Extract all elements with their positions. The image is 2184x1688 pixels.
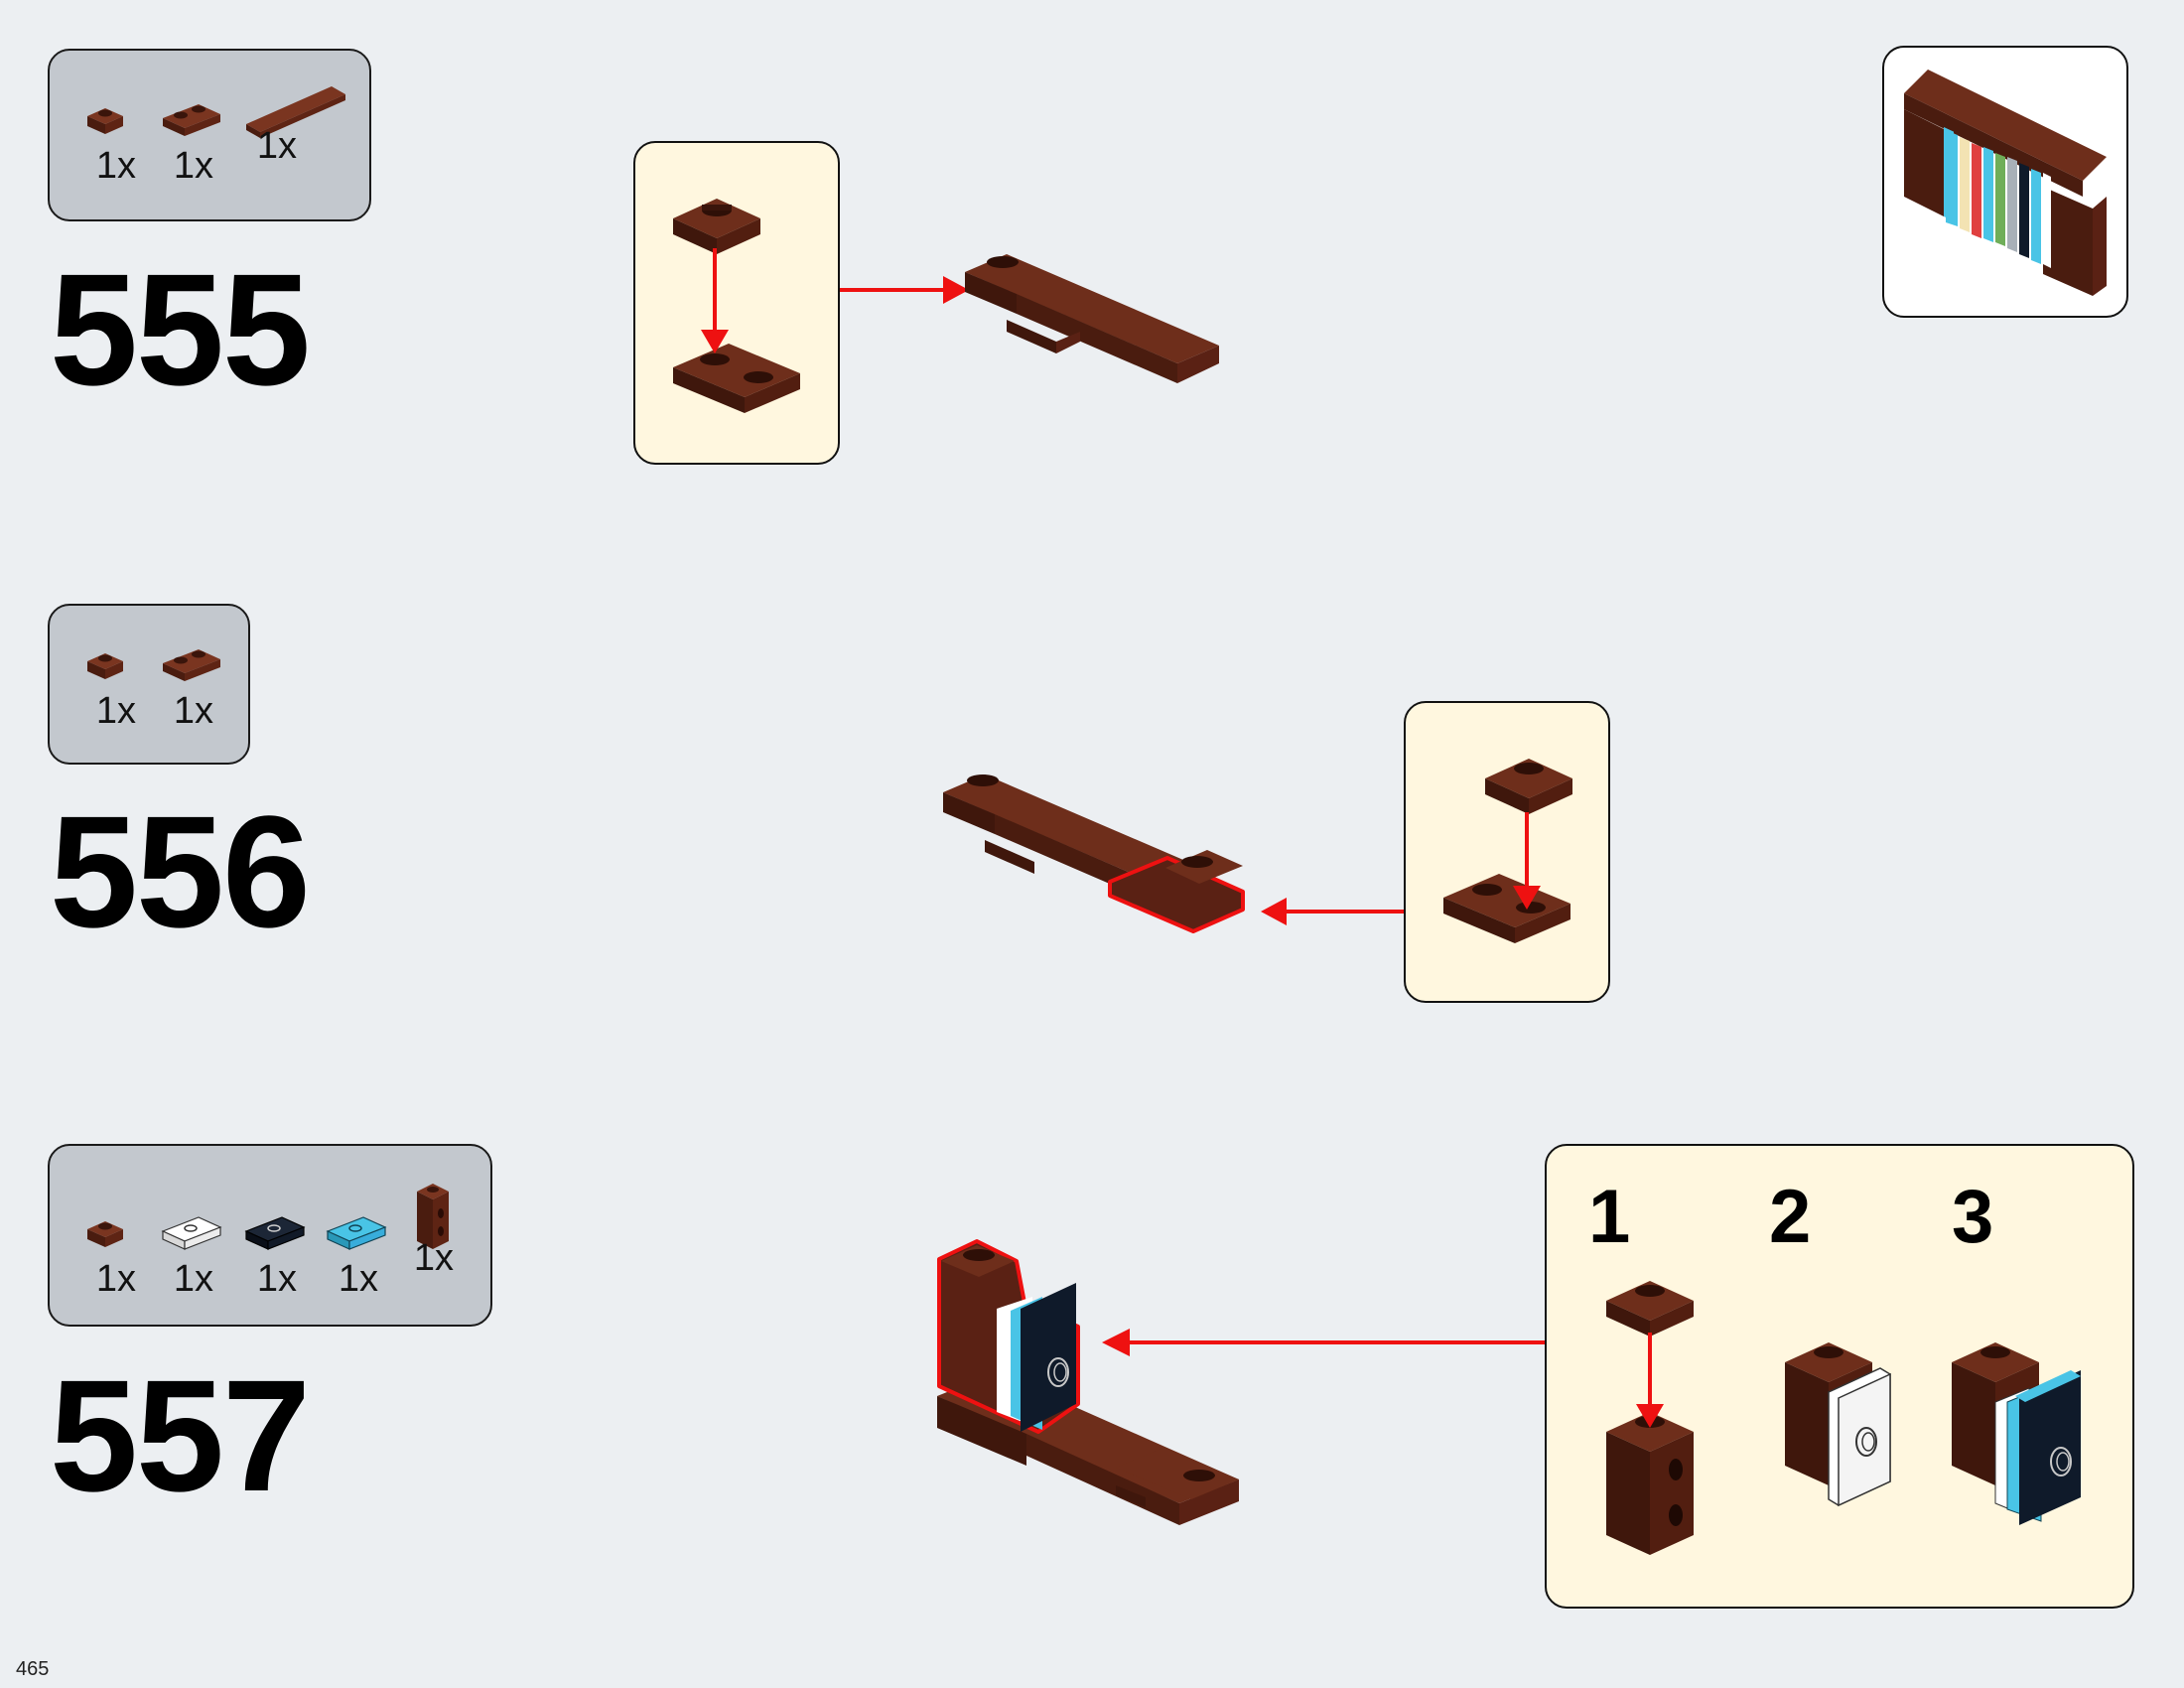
part-item: 1x [159,100,238,190]
brown-brick-1x1-icon [1606,1412,1694,1555]
step-number-555: 555 [50,240,311,418]
brown-plate-1x2-icon [163,104,220,136]
brown-brick-1x1-icon [417,1184,449,1249]
brown-plate-1x1-icon [87,1221,123,1247]
substep-1-diagram [1606,1281,1694,1555]
model-step-556 [943,774,1245,933]
brown-plate-1x1-icon [1485,759,1572,814]
books-row [1946,131,2051,268]
page-number: 465 [16,1658,50,1680]
arrow-to-model-556 [1261,898,1406,925]
final-model-preview [1882,46,2128,318]
white-jumper-plate-icon [1828,1367,1891,1507]
substep-number: 1 [1588,1175,1631,1259]
step-number-557: 557 [50,1346,311,1524]
part-item: 1x [324,1213,403,1303]
subassembly-diagram [1443,759,1572,943]
model-step-557 [937,1239,1239,1525]
subassembly-callout-556 [1404,701,1610,1003]
model-step-555 [965,254,1219,383]
part-item: 1x [81,100,161,190]
part-item: 1x [242,1213,322,1303]
arrow-to-model-557 [1102,1329,1545,1356]
brown-plate-1x1-icon [673,199,760,254]
subassembly-callout-555 [633,141,840,465]
part-item: 1x [81,645,161,735]
substep-3-diagram [1952,1342,2081,1525]
part-item: 1x [159,645,238,735]
arrow-to-model-555 [840,276,969,304]
subassembly-diagram [673,199,800,413]
brown-plate-1x1-icon [1606,1281,1694,1336]
part-item: 1x [159,1213,238,1303]
arrowhead-icon [1513,886,1541,910]
substep-number: 2 [1769,1175,1812,1259]
substep-2-diagram [1785,1342,1891,1507]
azure-jumper-plate-icon [326,1216,387,1250]
brown-plate-1x6-icon [246,86,345,138]
step-number-556: 556 [50,782,311,960]
white-jumper-plate-icon [161,1216,222,1250]
arrowhead-icon [701,330,729,353]
substep-number: 3 [1952,1175,1994,1259]
highlighted-part [937,1239,1080,1434]
brown-plate-1x2-icon [1443,874,1570,943]
brown-plate-1x2-icon [673,344,800,413]
part-item: 1x [407,1180,486,1279]
bookshelf-model [1904,70,2107,296]
parts-list-555: 1x 1x 1x [48,49,371,221]
arrowhead-icon [1636,1404,1664,1428]
part-item: 1x [242,80,351,170]
parts-list-557: 1x 1x 1x 1x [48,1144,492,1327]
subassembly-callout-557: 1 2 3 [1545,1144,2134,1609]
part-item: 1x [81,1213,161,1303]
brown-plate-1x1-icon [87,108,123,134]
brown-plate-1x1-icon [87,653,123,679]
black-jumper-plate-icon [244,1216,306,1250]
parts-list-556: 1x 1x [48,604,250,765]
brown-plate-1x2-icon [163,649,220,681]
highlighted-part [1108,850,1245,933]
